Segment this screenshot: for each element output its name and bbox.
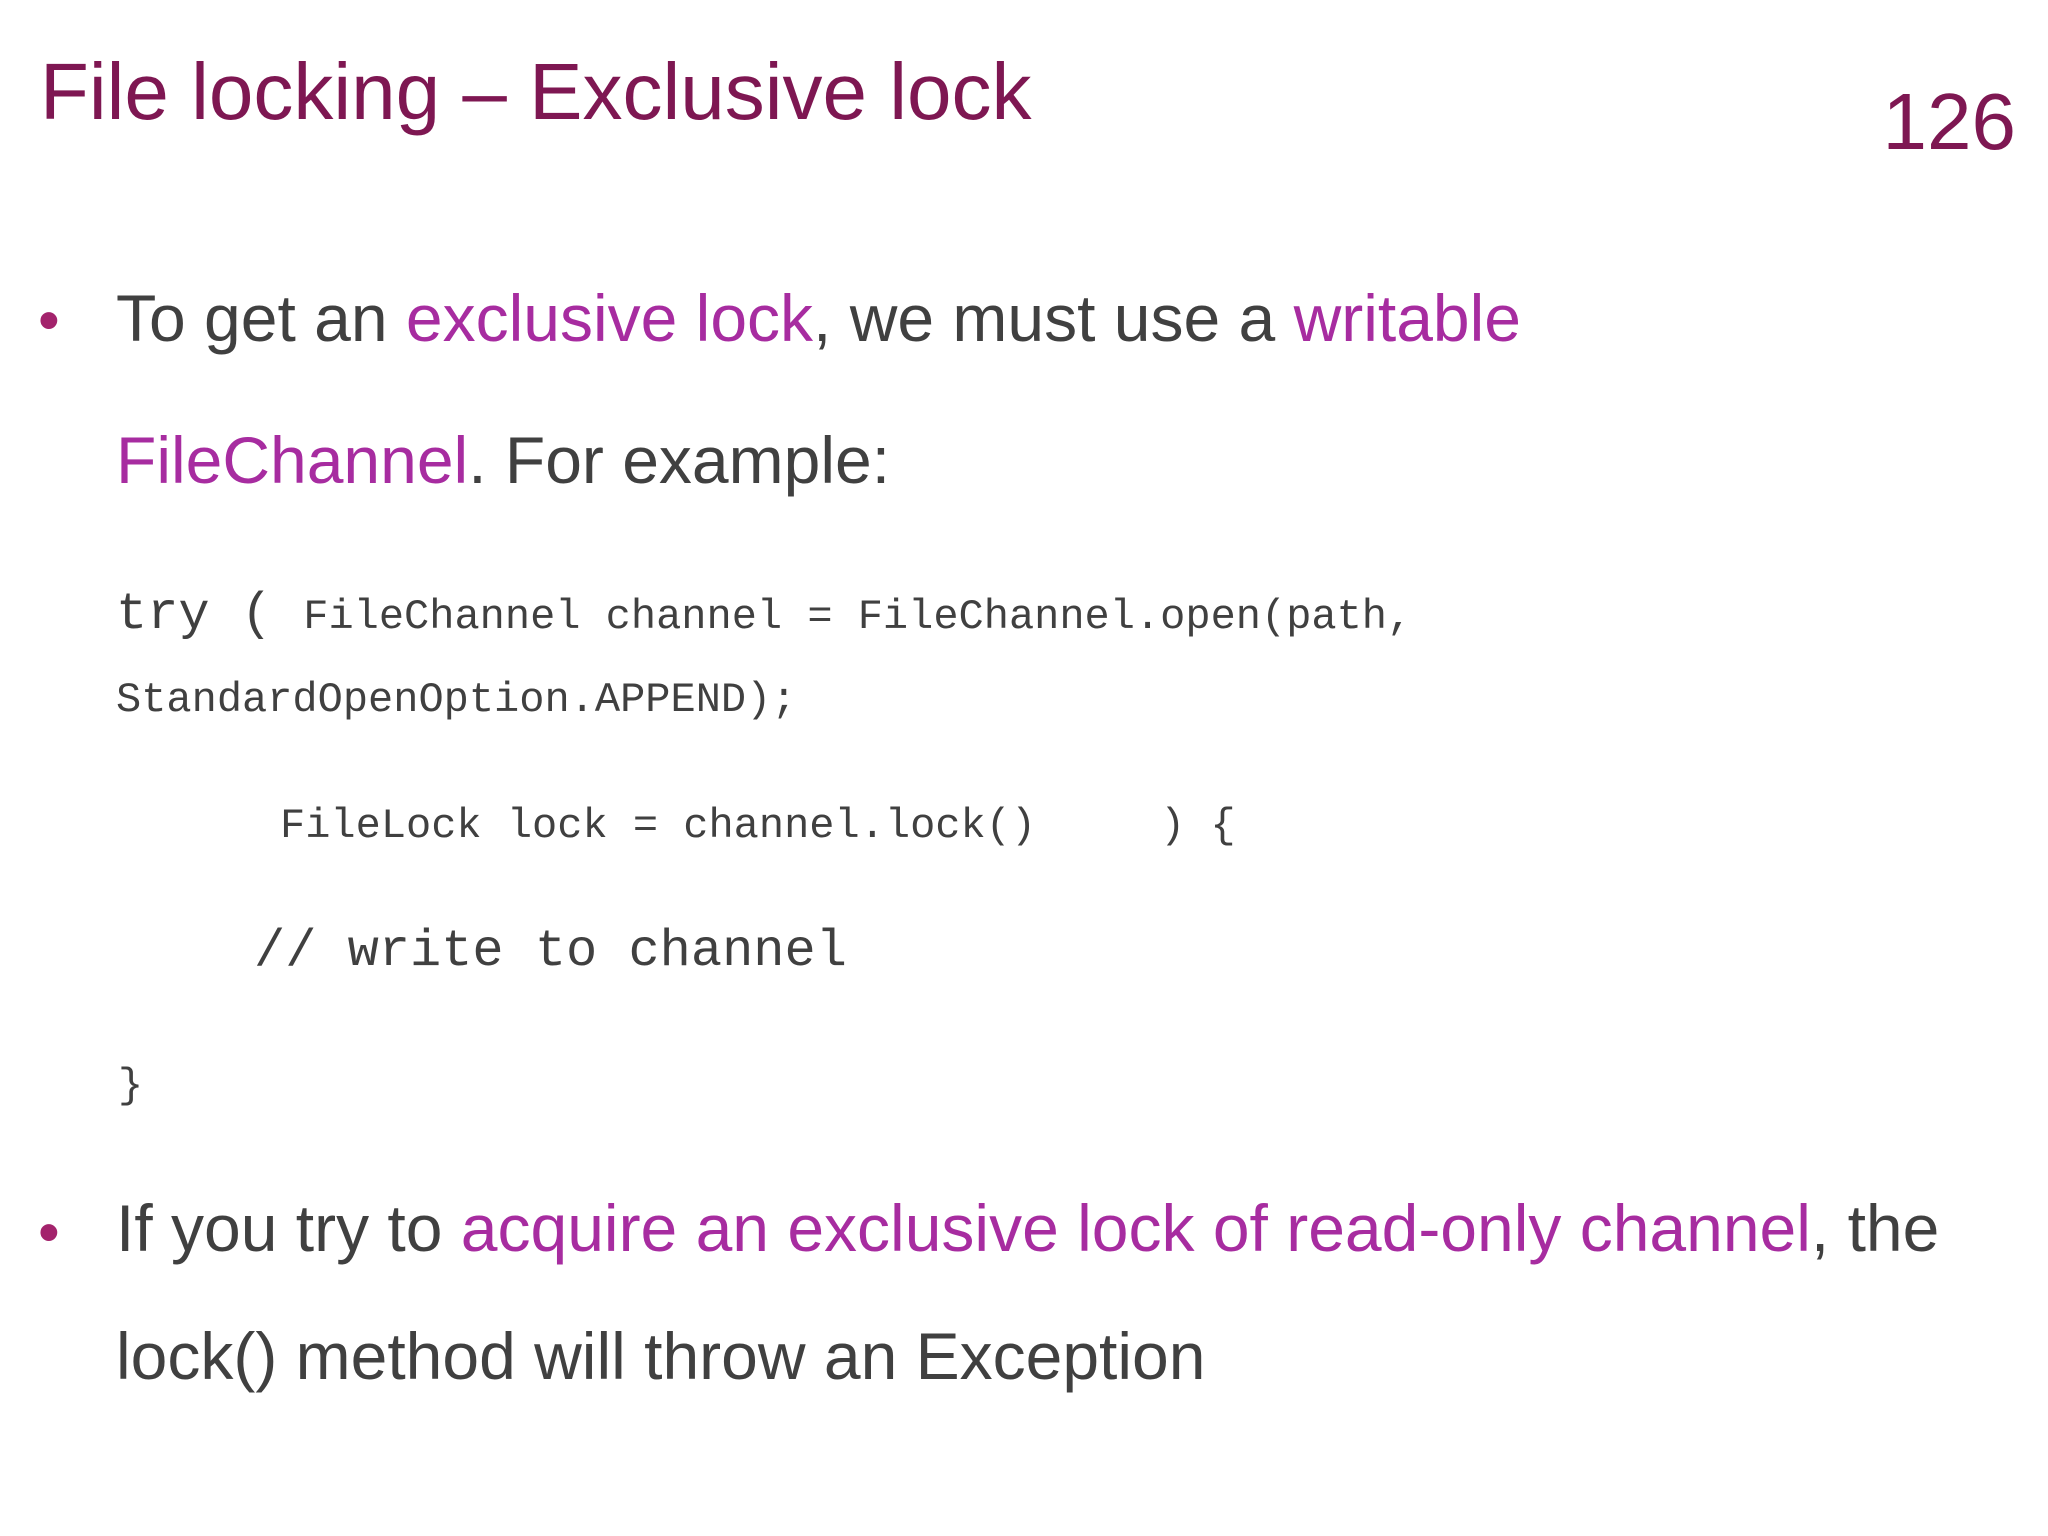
highlight-exclusive-lock: exclusive lock <box>405 281 814 355</box>
code-keyword-try: try ( <box>116 585 304 644</box>
code-line-2: StandardOpenOption.APPEND); <box>116 676 797 724</box>
code-line-1: try ( FileChannel channel = FileChannel.… <box>116 585 1412 644</box>
code-line-3b: ) { <box>1160 802 1236 850</box>
code-line-4: // write to channel <box>254 922 847 981</box>
code-text: FileChannel channel = FileChannel.open(p… <box>303 593 1413 641</box>
page-number: 126 <box>1882 77 2016 166</box>
text-segment: , we must use a <box>813 281 1294 355</box>
text-segment: , the <box>1810 1191 1940 1265</box>
text-segment: If you try to <box>116 1191 461 1265</box>
slide-title: File locking – Exclusive lock <box>40 47 1032 136</box>
highlight-filechannel: FileChannel <box>116 423 469 497</box>
bullet1-line2: FileChannel. For example: <box>116 420 890 500</box>
text-segment: . For example: <box>468 423 891 497</box>
bullet1-line1: To get an exclusive lock, we must use a … <box>116 278 1521 358</box>
highlight-acquire-exclusive-lock: acquire an exclusive lock of read-only c… <box>460 1191 1811 1265</box>
code-line-3a: FileLock lock = channel.lock() <box>280 802 1037 850</box>
highlight-writable: writable <box>1293 281 1522 355</box>
text-segment: To get an <box>116 281 406 355</box>
code-line-5: } <box>118 1062 144 1110</box>
bullet-marker: • <box>38 286 60 355</box>
bullet2-line2: lock() method will throw an Exception <box>116 1319 1206 1393</box>
bullet-marker: • <box>38 1198 60 1267</box>
bullet2-line1: If you try to acquire an exclusive lock … <box>116 1188 1939 1268</box>
